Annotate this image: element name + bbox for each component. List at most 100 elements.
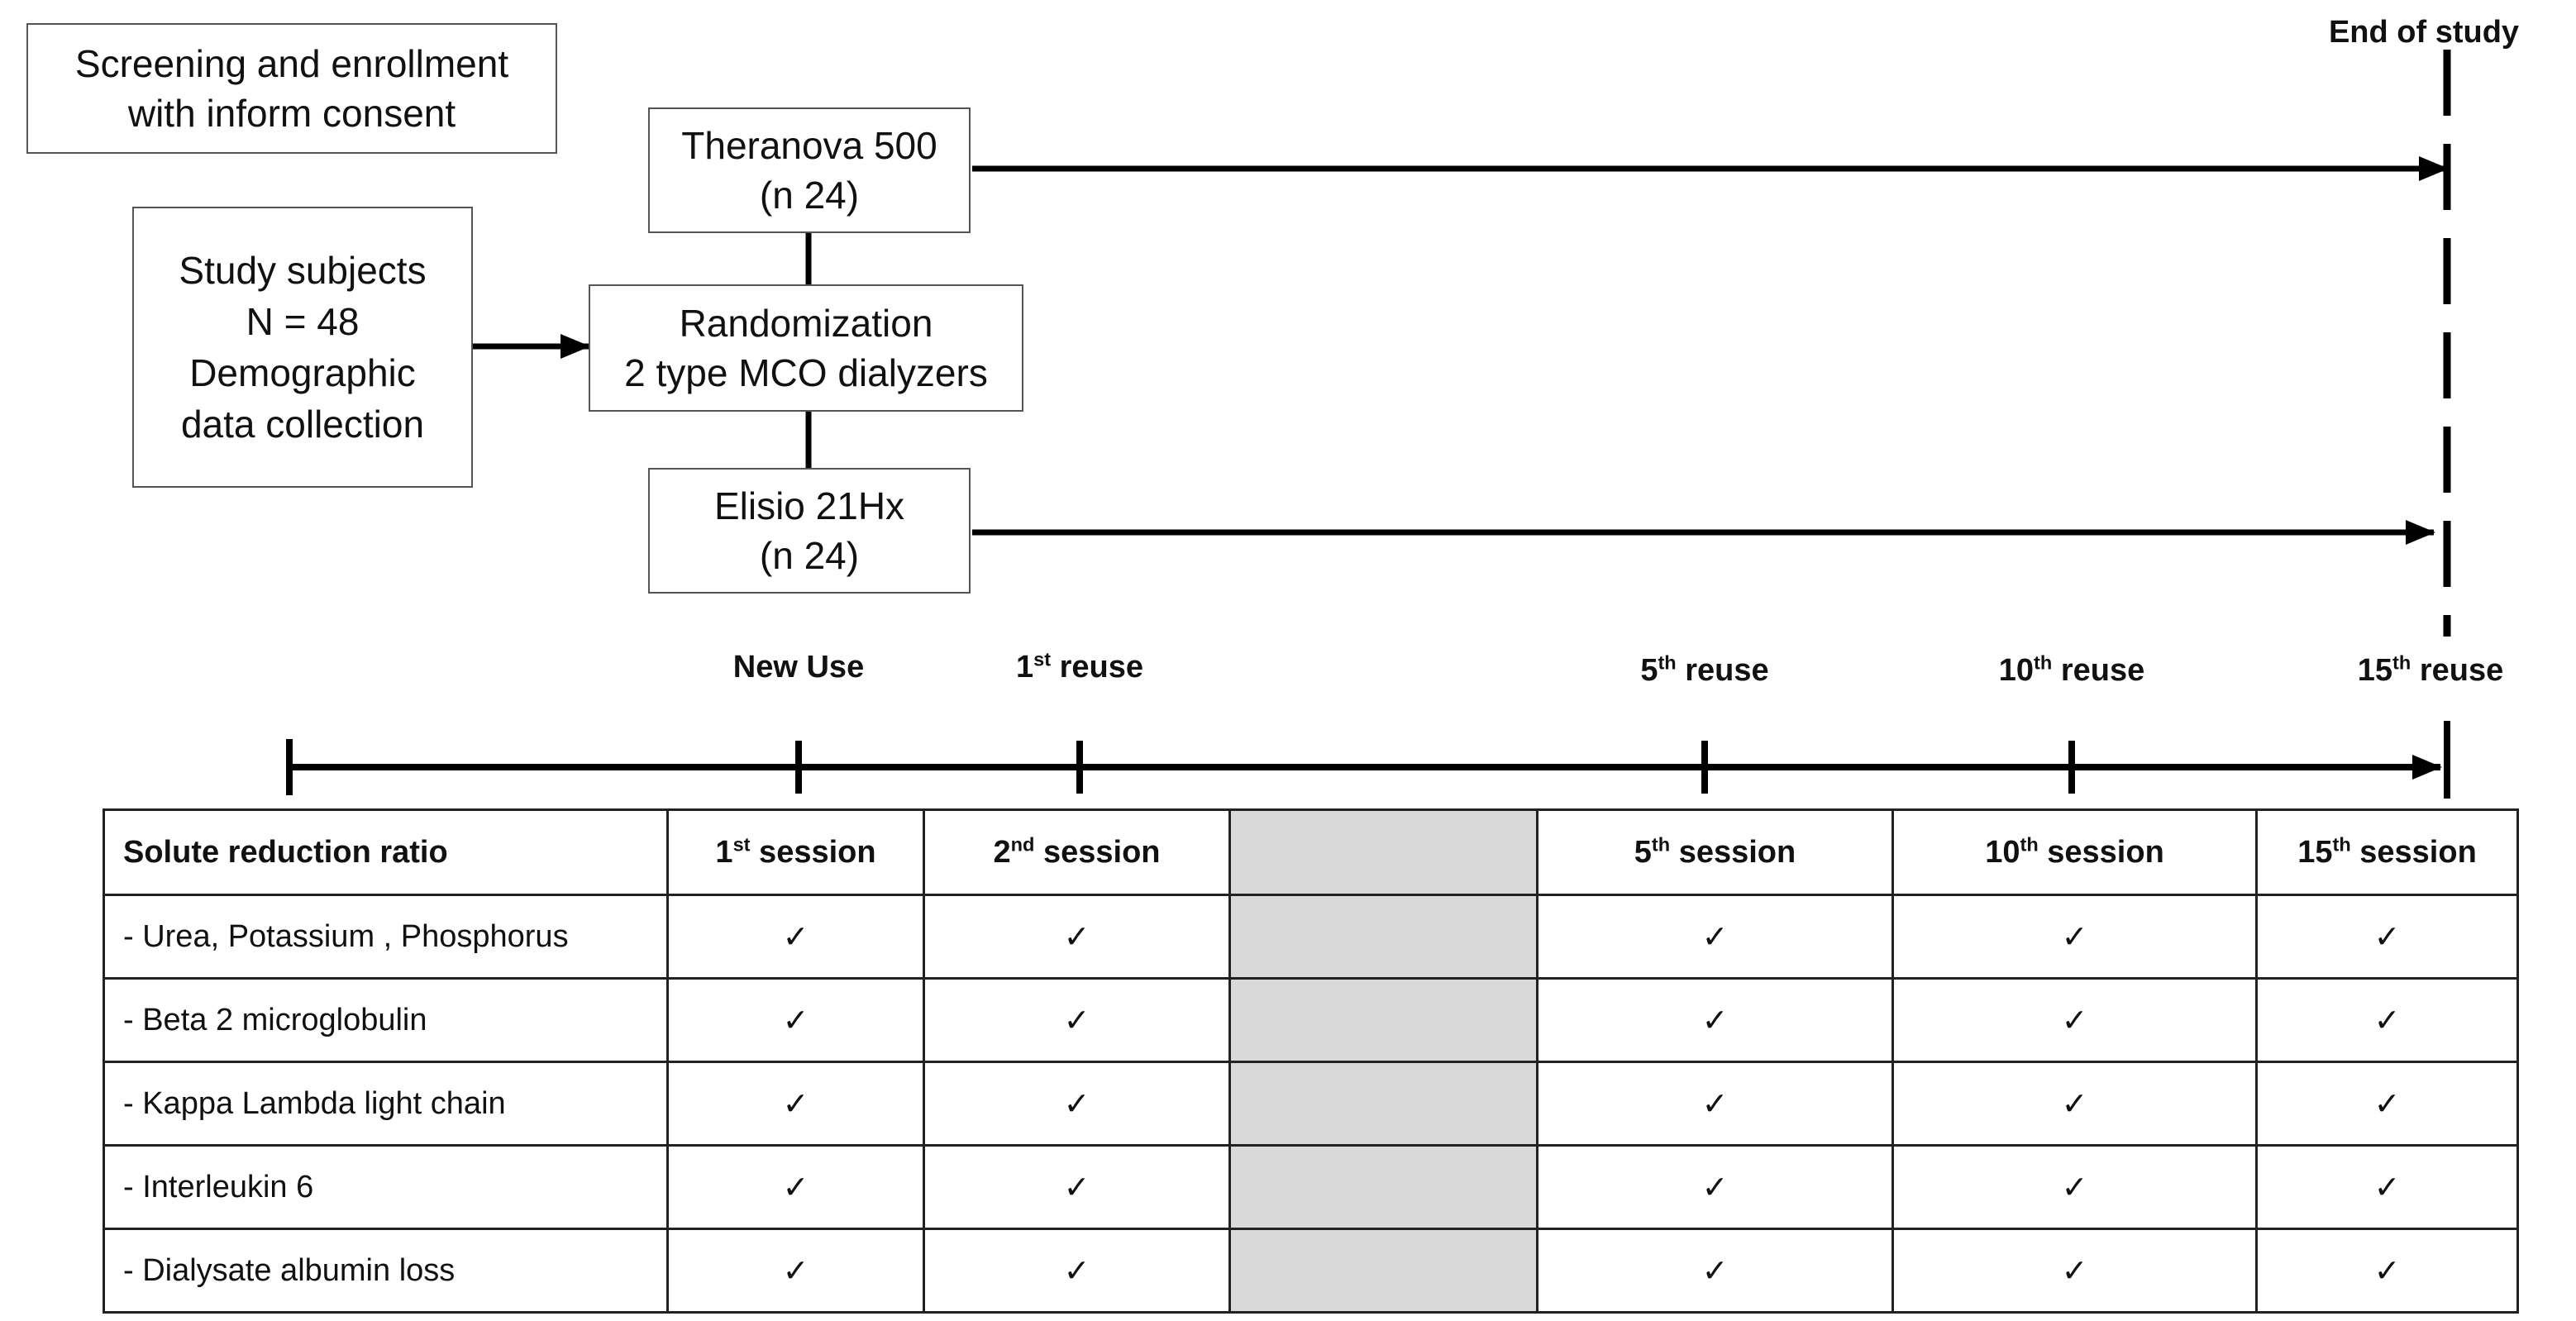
session-5-sup: th bbox=[1651, 832, 1671, 855]
reuse-5-sup: th bbox=[1658, 651, 1677, 674]
row-label-kappa-lambda: - Kappa Lambda light chain bbox=[103, 1061, 669, 1147]
header-session-15: 15th session bbox=[2255, 808, 2519, 896]
table-row: - Beta 2 microglobulin ✓ ✓ ✓ ✓ ✓ bbox=[103, 977, 2519, 1063]
check-mark: ✓ bbox=[1891, 894, 2258, 980]
reuse-15-num: 15 bbox=[2357, 653, 2393, 688]
screening-line-1: Screening and enrollment bbox=[74, 42, 509, 85]
subjects-demographic: Demographic bbox=[189, 351, 416, 394]
check-mark: ✓ bbox=[2255, 977, 2519, 1063]
session-1-text: session bbox=[750, 834, 876, 870]
check-mark: ✓ bbox=[1536, 1061, 1894, 1147]
screening-line-2: with inform consent bbox=[127, 92, 456, 135]
check-mark: ✓ bbox=[666, 977, 925, 1063]
table-row: - Urea, Potassium , Phosphorus ✓ ✓ ✓ ✓ ✓ bbox=[103, 894, 2519, 980]
check-mark: ✓ bbox=[923, 894, 1231, 980]
check-mark: ✓ bbox=[1891, 1228, 2258, 1314]
reuse-15-text: reuse bbox=[2411, 653, 2504, 688]
shaded-cell bbox=[1228, 1144, 1538, 1230]
check-mark: ✓ bbox=[1536, 1228, 1894, 1314]
solute-reduction-table: Solute reduction ratio 1st session 2nd s… bbox=[103, 808, 2519, 1314]
check-mark: ✓ bbox=[1536, 977, 1894, 1063]
session-15-text: session bbox=[2350, 834, 2477, 870]
elisio-n: (n 24) bbox=[759, 534, 860, 577]
header-shaded-gap bbox=[1228, 808, 1538, 896]
session-10-text: session bbox=[2038, 834, 2164, 870]
label-new-use: New Use bbox=[733, 650, 864, 685]
table-header-row: Solute reduction ratio 1st session 2nd s… bbox=[103, 808, 2519, 896]
row-label-interleukin: - Interleukin 6 bbox=[103, 1144, 669, 1230]
check-mark: ✓ bbox=[1536, 894, 1894, 980]
randomization-box: Randomization 2 type MCO dialyzers bbox=[589, 284, 1023, 412]
session-2-text: session bbox=[1034, 834, 1161, 870]
session-2-num: 2 bbox=[993, 834, 1011, 870]
randomization-line-1: Randomization bbox=[679, 302, 933, 345]
table-row: - Interleukin 6 ✓ ✓ ✓ ✓ ✓ bbox=[103, 1144, 2519, 1230]
check-mark: ✓ bbox=[923, 1144, 1231, 1230]
label-reuse-1: 1st reuse bbox=[1016, 650, 1143, 685]
row-label-beta2: - Beta 2 microglobulin bbox=[103, 977, 669, 1063]
check-mark: ✓ bbox=[666, 894, 925, 980]
session-15-sup: th bbox=[2332, 832, 2351, 855]
table-row: - Kappa Lambda light chain ✓ ✓ ✓ ✓ ✓ bbox=[103, 1061, 2519, 1147]
reuse-1-text: reuse bbox=[1051, 650, 1144, 684]
session-1-num: 1 bbox=[715, 834, 733, 870]
elisio-name: Elisio 21Hx bbox=[713, 484, 905, 527]
row-label-albumin: - Dialysate albumin loss bbox=[103, 1228, 669, 1314]
check-mark: ✓ bbox=[1891, 1061, 2258, 1147]
check-mark: ✓ bbox=[666, 1061, 925, 1147]
reuse-10-num: 10 bbox=[1998, 653, 2035, 688]
session-10-num: 10 bbox=[1985, 834, 2020, 870]
check-mark: ✓ bbox=[666, 1144, 925, 1230]
header-session-2: 2nd session bbox=[923, 808, 1231, 896]
reuse-15-sup: th bbox=[2392, 651, 2411, 674]
check-mark: ✓ bbox=[2255, 894, 2519, 980]
subjects-count: N = 48 bbox=[246, 300, 360, 343]
session-2-sup: nd bbox=[1010, 832, 1035, 855]
table-row: - Dialysate albumin loss ✓ ✓ ✓ ✓ ✓ bbox=[103, 1228, 2519, 1314]
label-reuse-10: 10th reuse bbox=[1999, 653, 2144, 689]
elisio-box: Elisio 21Hx (n 24) bbox=[648, 468, 971, 594]
reuse-10-sup: th bbox=[2034, 651, 2053, 674]
session-5-text: session bbox=[1670, 834, 1796, 870]
label-reuse-15: 15th reuse bbox=[2358, 653, 2503, 689]
check-mark: ✓ bbox=[923, 1061, 1231, 1147]
theranova-name: Theranova 500 bbox=[681, 124, 937, 167]
header-solute-reduction-ratio: Solute reduction ratio bbox=[103, 808, 669, 896]
check-mark: ✓ bbox=[2255, 1144, 2519, 1230]
reuse-5-num: 5 bbox=[1640, 653, 1658, 688]
shaded-cell bbox=[1228, 1061, 1538, 1147]
reuse-1-sup: st bbox=[1033, 648, 1052, 670]
randomization-line-2: 2 type MCO dialyzers bbox=[624, 351, 988, 394]
row-label-urea: - Urea, Potassium , Phosphorus bbox=[103, 894, 669, 980]
shaded-cell bbox=[1228, 1228, 1538, 1314]
session-15-num: 15 bbox=[2297, 834, 2333, 870]
subjects-title: Study subjects bbox=[179, 249, 427, 292]
check-mark: ✓ bbox=[1891, 977, 2258, 1063]
theranova-box: Theranova 500 (n 24) bbox=[648, 107, 971, 233]
shaded-cell bbox=[1228, 894, 1538, 980]
new-use-text: New Use bbox=[732, 650, 865, 684]
reuse-10-text: reuse bbox=[2052, 653, 2145, 688]
session-1-sup: st bbox=[732, 832, 751, 855]
shaded-cell bbox=[1228, 977, 1538, 1063]
end-of-study-label: End of study bbox=[2328, 15, 2520, 50]
check-mark: ✓ bbox=[923, 1228, 1231, 1314]
check-mark: ✓ bbox=[666, 1228, 925, 1314]
theranova-n: (n 24) bbox=[759, 174, 860, 217]
reuse-5-text: reuse bbox=[1676, 653, 1769, 688]
subjects-data-collection: data collection bbox=[180, 403, 425, 446]
session-10-sup: th bbox=[2020, 832, 2039, 855]
header-session-10: 10th session bbox=[1891, 808, 2258, 896]
check-mark: ✓ bbox=[2255, 1228, 2519, 1314]
check-mark: ✓ bbox=[1891, 1144, 2258, 1230]
reuse-1-num: 1 bbox=[1015, 650, 1034, 684]
check-mark: ✓ bbox=[2255, 1061, 2519, 1147]
check-mark: ✓ bbox=[923, 977, 1231, 1063]
label-reuse-5: 5th reuse bbox=[1640, 653, 1768, 689]
check-mark: ✓ bbox=[1536, 1144, 1894, 1230]
screening-box: Screening and enrollment with inform con… bbox=[26, 23, 557, 154]
session-5-num: 5 bbox=[1634, 834, 1652, 870]
header-session-5: 5th session bbox=[1536, 808, 1894, 896]
subjects-box: Study subjects N = 48 Demographic data c… bbox=[132, 207, 473, 488]
